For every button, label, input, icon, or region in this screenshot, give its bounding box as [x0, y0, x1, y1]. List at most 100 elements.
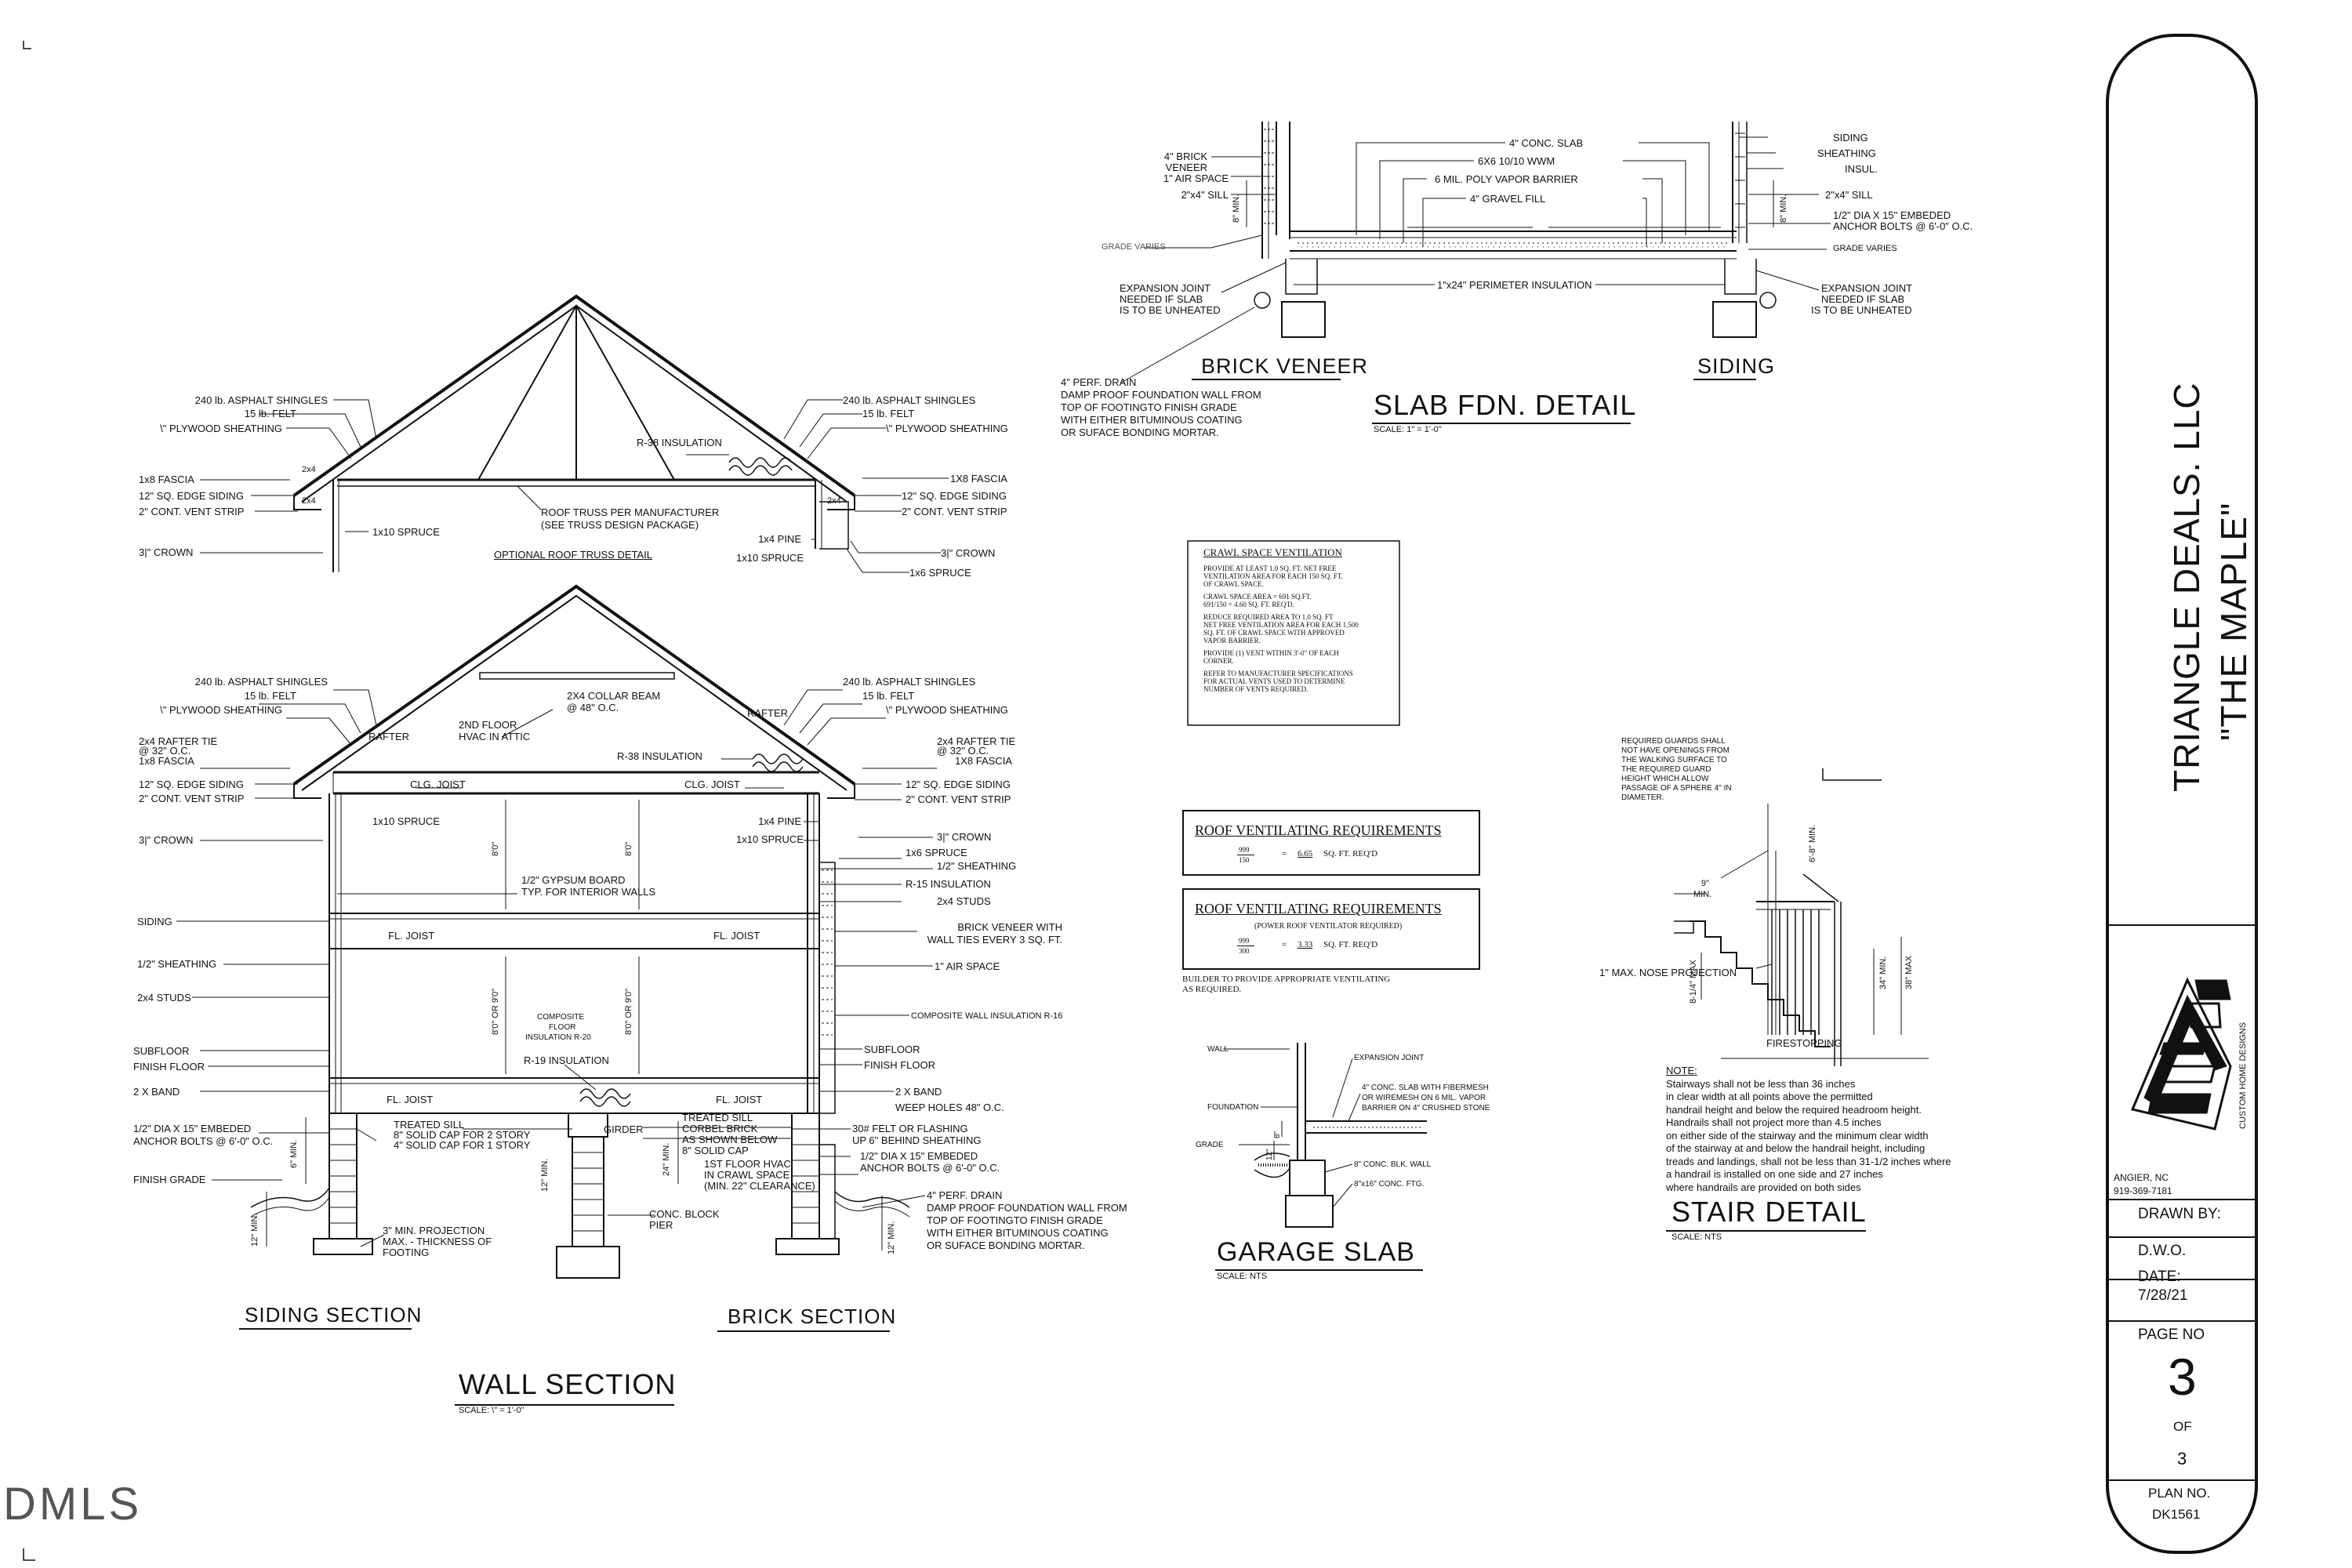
company-location: ANGIER, NC [2114, 1172, 2169, 1183]
crawl-line: VENTILATION AREA FOR EACH 150 SQ. FT. [1203, 572, 1343, 580]
crawl-space-heading: CRAWL SPACE VENTILATION [1203, 546, 1342, 558]
ws-right-label: 30# FELT OR FLASHING [852, 1123, 968, 1134]
stair-dim: 38" MAX [1904, 955, 1914, 989]
slab-right-label: SHEATHING [1817, 147, 1876, 159]
stair-guard-note: REQUIRED GUARDS SHALL NOT HAVE OPENINGS … [1621, 737, 1732, 803]
slab-center-label: 1"x24" PERIMETER INSULATION [1437, 279, 1592, 291]
stair-detail-title: STAIR DETAIL [1671, 1196, 1867, 1228]
ws-right-label: WALL TIES EVERY 3 SQ. FT. [927, 934, 1062, 946]
ws-left-label: 1x8 FASCIA [139, 755, 194, 767]
ws-dim-label: 12" MIN. [250, 1213, 260, 1247]
stair-note-line: on either side of the stairway and the m… [1666, 1129, 1929, 1142]
garage-slab-scale: SCALE: NTS [1217, 1272, 1268, 1281]
stair-note-line: treads and landings, shall not be less t… [1666, 1155, 1951, 1167]
roof-vent-heading: ROOF VENTILATING REQUIREMENTS [1195, 822, 1442, 838]
stair-dim: 34" MIN. [1878, 956, 1888, 989]
ws-left-label: FINISH FLOOR [133, 1061, 205, 1073]
stair-dim: 6'-8" MIN. [1808, 824, 1817, 862]
crawl-line: REDUCE REQUIRED AREA TO 1.0 SQ. FT [1203, 613, 1334, 621]
roof-vent-result: 6.65 [1298, 849, 1313, 858]
ws-inner-label: FL. JOIST [716, 1094, 763, 1105]
garage-label: 4" CONC. SLAB WITH FIBERMESH [1362, 1083, 1489, 1092]
stair-guard-line: PASSAGE OF A SPHERE 4" IN [1621, 784, 1732, 793]
ws-inner-label: 1/2" GYPSUM BOARD [521, 874, 626, 886]
truss-left-label: 1x8 FASCIA [139, 474, 194, 485]
stair-guard-line: HEIGHT WHICH ALLOW [1621, 775, 1709, 783]
garage-label: FOUNDATION [1207, 1103, 1259, 1112]
ws-inner-label: COMPOSITE [537, 1013, 585, 1022]
truss-right-label: 12" SQ. EDGE SIDING [902, 490, 1007, 502]
stair-note-heading: NOTE: [1666, 1065, 1697, 1076]
ws-right-label: 2x4 STUDS [937, 895, 991, 907]
ws-dim-label: 8'0" [624, 841, 633, 856]
crawl-line: REFER TO MANUFACTURER SPECIFICATIONS [1203, 670, 1353, 677]
slab-center-label: 4" GRAVEL FILL [1470, 193, 1546, 205]
roof-vent-sub: (POWER ROOF VENTILATOR REQUIRED) [1254, 922, 1403, 931]
roof-vent-box-2: ROOF VENTILATING REQUIREMENTS (POWER ROO… [1182, 888, 1480, 970]
crawl-line: NUMBER OF VENTS REQUIRED. [1203, 685, 1308, 693]
ws-left-label: 1/2" DIA X 15" EMBEDED [133, 1123, 252, 1134]
builder-note-line: AS REQUIRED. [1182, 985, 1242, 994]
company-name: TRIANGLE DEALS. LLC [2166, 382, 2207, 792]
crawl-space-box-outline [1187, 540, 1400, 726]
stair-detail-scale: SCALE: NTS [1671, 1232, 1722, 1242]
ws-inner-label: 1x10 SPRUCE [372, 815, 440, 827]
truss-left-label: \" PLYWOOD SHEATHING [160, 423, 282, 434]
stair-note-line: Handrails shall not project more than 4.… [1666, 1116, 1882, 1128]
garage-slab-drawing [1223, 1043, 1427, 1228]
ws-inner-label: RAFTER [747, 707, 788, 719]
stair-guard-line: REQUIRED GUARDS SHALL [1621, 737, 1726, 746]
ws-dim-label: 8'0" OR 9'0" [624, 988, 633, 1035]
ws-dim-label: 12" MIN. [540, 1158, 550, 1192]
ws-inner-label: 4" PERF. DRAIN [927, 1189, 1003, 1201]
ws-dim-label: 6" MIN. [289, 1139, 299, 1168]
date-value: 7/28/21 [2138, 1287, 2188, 1304]
ws-right-label: 2" CONT. VENT STRIP [906, 793, 1011, 805]
stair-detail-drawing [1674, 768, 1929, 1066]
ws-inner-label: OR SUFACE BONDING MORTAR. [927, 1240, 1085, 1251]
slab-right-label: SIDING [1833, 132, 1868, 143]
brick-veneer-caption: BRICK VENEER [1201, 354, 1369, 378]
ws-right-label: BRICK VENEER WITH [957, 921, 1062, 933]
stair-nose-label: 1" MAX. NOSE PROJECTION [1599, 967, 1737, 978]
ws-right-label: 1" AIR SPACE [935, 960, 1000, 972]
ws-right-label: \" PLYWOOD SHEATHING [886, 704, 1008, 716]
ws-inner-label: AS SHOWN BELOW [682, 1134, 778, 1145]
truss-note: (SEE TRUSS DESIGN PACKAGE) [541, 519, 699, 531]
ws-inner-label: 4" SOLID CAP FOR 1 STORY [394, 1139, 531, 1151]
slab-dim-label: 8" MIN. [1232, 194, 1241, 223]
ws-left-label: @ 32" O.C. [139, 745, 191, 757]
crawl-line: PROVIDE (1) VENT WITHIN 3'-0" OF EACH [1203, 649, 1339, 657]
roof-vent-box-1: ROOF VENTILATING REQUIREMENTS 999 150 = … [1182, 810, 1480, 876]
ws-right-label: 2 X BAND [895, 1086, 942, 1098]
ws-left-label: 240 lb. ASPHALT SHINGLES [194, 676, 328, 688]
garage-slab-title: GARAGE SLAB [1217, 1237, 1415, 1267]
truss-left-label: 2" CONT. VENT STRIP [139, 506, 245, 517]
truss-right-label: 1x6 SPRUCE [909, 567, 971, 579]
stair-guard-line: NOT HAVE OPENINGS FROM [1621, 746, 1730, 755]
slab-left-label: 1" AIR SPACE [1163, 172, 1229, 184]
ws-inner-label: 3" MIN. PROJECTION [383, 1225, 485, 1236]
truss-left-label: 2x4 [302, 465, 316, 474]
roof-vent-den: 150 [1239, 856, 1250, 864]
ws-inner-label: PIER [649, 1219, 673, 1231]
ws-left-label: 2x4 STUDS [137, 992, 191, 1004]
ws-inner-label: TOP OF FOOTINGTO FINISH GRADE [927, 1214, 1103, 1226]
ws-left-label: SIDING [137, 916, 172, 927]
plan-name: "THE MAPLE" [2213, 502, 2254, 741]
stair-dim: MIN. [1693, 890, 1712, 899]
ws-left-label: 2 X BAND [133, 1086, 180, 1098]
garage-label: GRADE [1196, 1141, 1224, 1149]
ws-right-label: COMPOSITE WALL INSULATION R-16 [911, 1011, 1063, 1021]
ws-dim-label: 8'0" [491, 841, 500, 856]
stair-note-line: in clear width at all points above the p… [1666, 1091, 1873, 1102]
ws-inner-label: 1x10 SPRUCE [736, 833, 804, 845]
truss-right-label: 240 lb. ASPHALT SHINGLES [843, 394, 976, 406]
ws-inner-label: 8" SOLID CAP FOR 2 STORY [394, 1129, 531, 1141]
crawl-space-notes: PROVIDE AT LEAST 1.0 SQ. FT. NET FREE VE… [1203, 564, 1359, 693]
ws-right-label: 1/2" SHEATHING [937, 860, 1017, 872]
ws-inner-label: 1ST FLOOR HVAC [704, 1158, 791, 1170]
roof-vent-num: 999 [1239, 846, 1250, 854]
date-label: DATE: [2138, 1269, 2181, 1285]
